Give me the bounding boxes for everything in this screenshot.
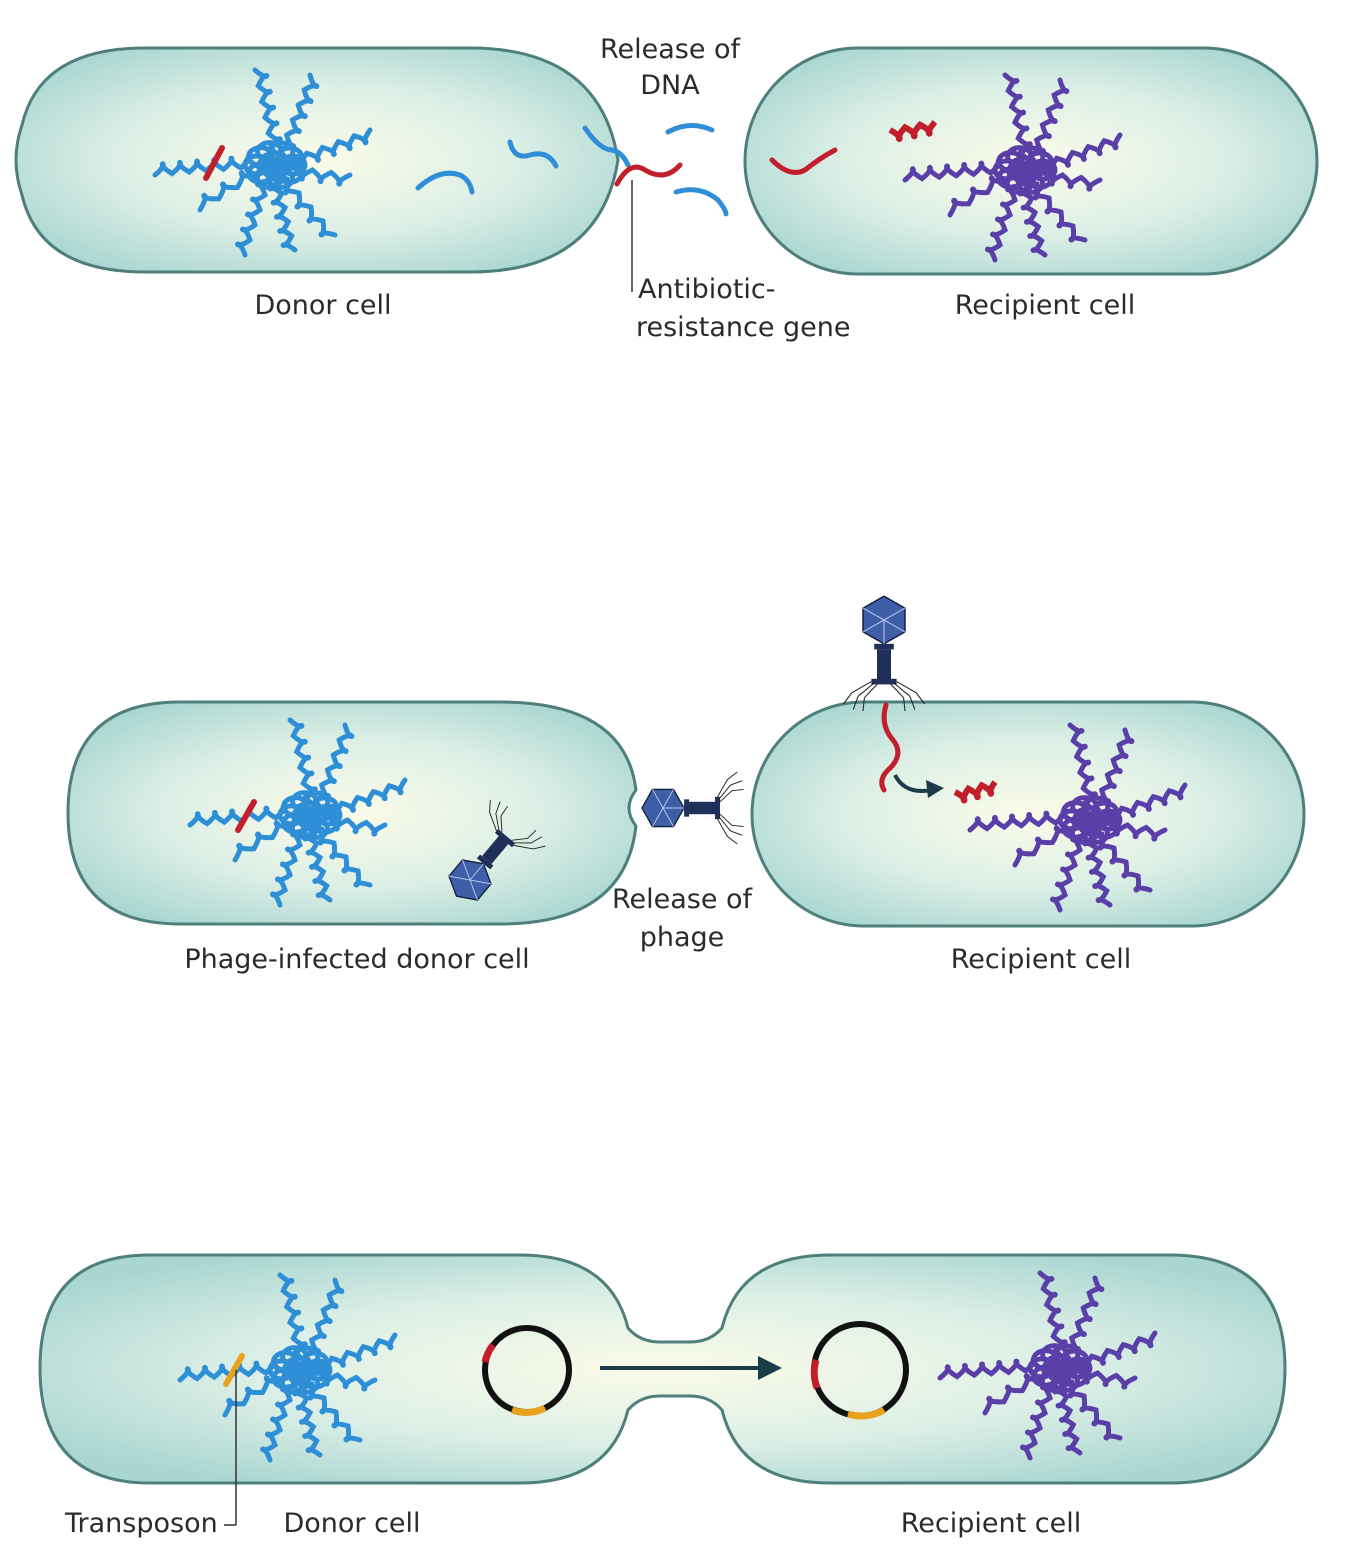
label-release-of-dna-2: DNA [640,70,700,101]
chromosome-core-coil [1025,150,1055,174]
phage-baseplate [871,678,897,685]
dna-fragment [415,170,475,195]
phage-tail-fiber [718,780,743,800]
phage-tail-fiber [495,801,501,832]
recipient-chromosome [888,72,1123,263]
phage-tail-fiber [718,816,743,836]
chromosome-core-coil [310,795,340,819]
label-release-of-phage-1: Release of [612,884,754,915]
label-donor-cell: Donor cell [283,1508,420,1539]
phage-collar [476,854,494,870]
label-transposon: Transposon [64,1508,218,1539]
phage-attached-to-recipient [842,595,926,712]
label-phage-infected-donor-cell: Phage-infected donor cell [184,944,529,975]
dna-fragment [673,187,729,217]
transposon-segment [223,1353,245,1387]
phage-tail-fiber [896,681,926,705]
phage-tail-fiber [513,844,546,850]
dna-fragment [665,123,715,135]
label-release-of-dna-1: Release of [600,34,742,65]
transfer-arrow-head [758,1356,782,1380]
injected-resistance-gene [879,702,901,793]
panel-transduction: Phage-infected donor cell Release of pha… [66,595,1306,975]
phage-tail-fiber [862,684,878,712]
phage-tail-fiber [719,813,744,828]
phage-tail-fiber [489,799,497,832]
recipient-chromosome [937,1270,1158,1461]
donor-chromosome [187,717,408,908]
phage-collar [684,799,690,817]
panel-conjugation: Transposon Donor cell Recipient cell [38,1253,1287,1539]
label-recipient-cell: Recipient cell [901,1508,1082,1539]
label-donor-cell: Donor cell [254,290,391,321]
recipient-plasmid [810,1321,909,1420]
chromosome-core-coil [275,145,305,169]
label-release-of-phage-2: phage [640,922,725,953]
phage-tail-fiber [717,818,738,845]
donor-plasmid [481,1325,572,1416]
phage-tail-fiber [512,836,543,844]
resistance-gene-in-chromosome [235,799,257,833]
phage-baseplate [494,829,516,848]
chromosome-core-coil [1090,800,1120,824]
phage-collar [874,643,894,650]
integrated-resistance-gene [953,780,998,804]
antibiotic-resistance-gene-fragment [614,162,683,187]
phage-tail-fiber [852,682,875,710]
chromosome-core-coil [300,1350,330,1374]
label-recipient-cell: Recipient cell [951,944,1132,975]
phage-inside-donor [448,799,546,901]
phage-tail-fiber [893,682,916,710]
label-recipient-cell: Recipient cell [955,290,1136,321]
phage-tail-fiber [500,806,508,833]
phage-tail-fiber [842,681,872,705]
panel-transformation: Release of DNA Donor cell Recipient cell… [14,34,1319,343]
label-antibiotic-resistance-1: Antibiotic- [638,274,776,305]
phage-tail-fiber [511,829,537,841]
donor-chromosome [152,67,373,258]
integrated-resistance-gene [888,119,938,142]
free-dna-fragments [415,123,729,217]
phage-baseplate [715,796,721,820]
phage-tail-fiber [890,684,906,712]
resistance-gene-fragment-inside [769,147,838,175]
integration-arrow-head [926,780,944,798]
phage-tail [689,801,717,815]
dna-fragment [507,139,559,169]
phage-infected-donor-cell [66,700,638,926]
phage-tail [481,835,510,865]
phage-tail [877,649,891,681]
label-antibiotic-resistance-2: resistance gene [636,312,851,343]
released-phage [641,771,744,845]
resistance-gene-in-chromosome [203,145,225,181]
recipient-chromosome [953,722,1188,913]
chromosome-core-coil [1060,1348,1090,1372]
dna-fragment [582,125,631,168]
donor-chromosome [177,1272,398,1463]
phage-tail-fiber [719,788,744,803]
phage-tail-fiber [717,771,738,798]
